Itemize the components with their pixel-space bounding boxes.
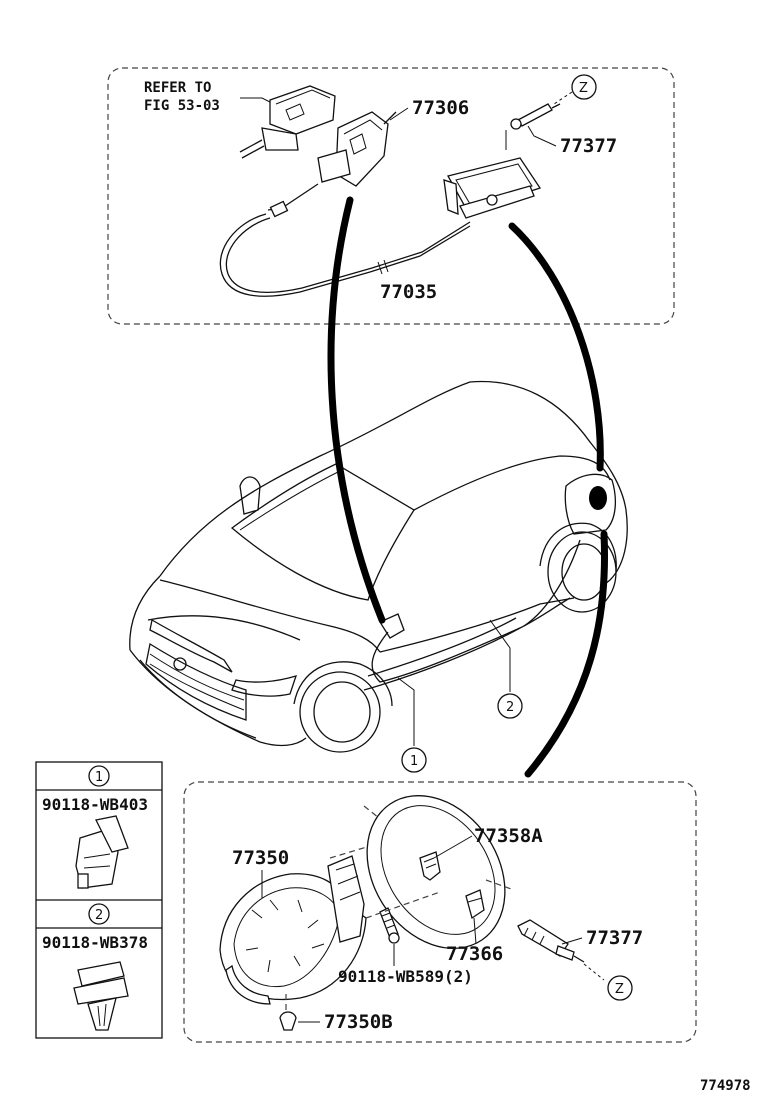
- housing-cushion: [279, 1011, 297, 1031]
- clip-legend-box: [35, 761, 163, 1039]
- fuel-lid-opener-lever: [317, 111, 397, 187]
- label-90118-WB589: 90118-WB589(2): [338, 967, 473, 986]
- callout-clip-1: [401, 747, 427, 773]
- fuel-lid-spring: [465, 889, 485, 920]
- refer-to-label: REFER TO: [144, 80, 211, 96]
- fuel-lid-lock-actuator: [517, 919, 585, 963]
- label-77350: 77350: [232, 847, 289, 869]
- opener-lever-group-box: [107, 67, 675, 325]
- fuel-lid-lock-bracket: [443, 157, 542, 219]
- clip-1-drawing: [75, 815, 129, 889]
- figure-id: 774978: [700, 1078, 751, 1094]
- legend-circle-1: [88, 765, 110, 787]
- clip-2-drawing: [73, 961, 129, 1031]
- vehicle-outline: [129, 380, 628, 753]
- fuel-lid-hinge: [419, 851, 441, 881]
- legend-part-2: 90118-WB378: [42, 933, 148, 952]
- connector-arc-lock: [508, 222, 604, 472]
- connector-arc-lever: [327, 196, 386, 624]
- fuel-filler-housing: [219, 855, 367, 1005]
- label-77366: 77366: [446, 943, 503, 965]
- housing-screw: [379, 907, 400, 944]
- legend-circle-2: [88, 903, 110, 925]
- fuel-lid-opener-cable: [219, 183, 471, 297]
- legend-number-1: 1: [95, 770, 103, 785]
- label-77306: 77306: [412, 97, 469, 119]
- opener-lock-assembly-top: [505, 103, 561, 150]
- ref-z-circle-bottom: [607, 975, 633, 1001]
- fuel-lid-group-box: [183, 781, 697, 1043]
- label-77358A: 77358A: [474, 825, 543, 847]
- label-77377-top: 77377: [560, 135, 617, 157]
- legend-part-1: 90118-WB403: [42, 795, 148, 814]
- connector-arc-fuel-door: [524, 530, 608, 778]
- callout-clip-1-label: 1: [410, 754, 418, 769]
- label-77377-bottom: 77377: [586, 927, 643, 949]
- ref-z-label-top: Z: [579, 81, 588, 96]
- ref-z-label-bottom: Z: [615, 982, 624, 997]
- label-77035: 77035: [380, 281, 437, 303]
- callout-clip-2-label: 2: [506, 700, 514, 715]
- callout-clip-2: [497, 693, 523, 719]
- refer-fig-label: FIG 53-03: [144, 98, 220, 114]
- legend-number-2: 2: [95, 908, 103, 923]
- label-77350B: 77350B: [324, 1011, 393, 1033]
- opener-switch-reference-drawing: [239, 85, 336, 159]
- ref-z-circle-top: [571, 74, 597, 100]
